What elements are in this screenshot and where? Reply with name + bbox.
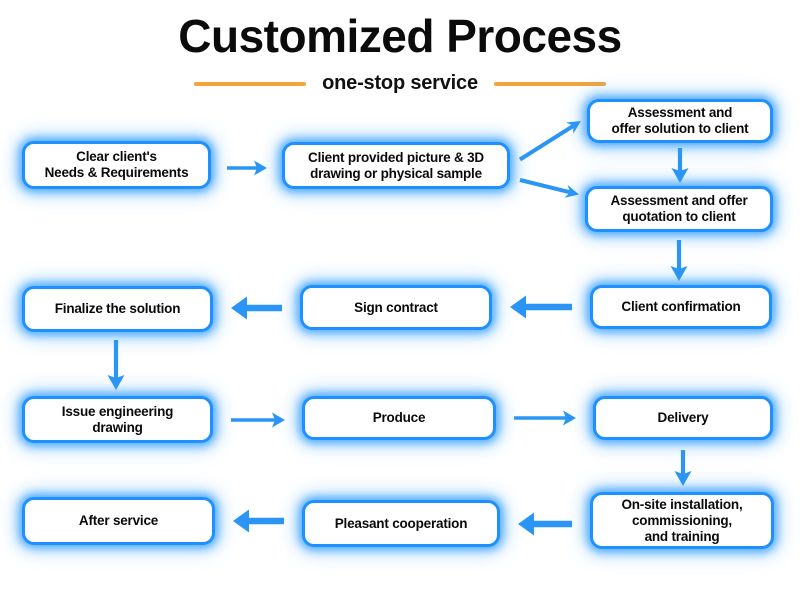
arrow-confirm-to-sign bbox=[510, 292, 572, 322]
flow-node-clear-needs[interactable]: Clear client's Needs & Requirements bbox=[22, 141, 211, 189]
flow-node-issue-drawing[interactable]: Issue engineering drawing bbox=[22, 396, 213, 443]
page-subtitle: one-stop service bbox=[322, 72, 478, 94]
arrow-clear-to-provided bbox=[225, 155, 268, 181]
flow-node-offer-quotation[interactable]: Assessment and offer quotation to client bbox=[585, 186, 773, 232]
flow-node-finalize-solution[interactable]: Finalize the solution bbox=[22, 286, 213, 332]
arrow-quotation-to-confirm bbox=[664, 240, 694, 281]
arrow-cooperation-to-after bbox=[233, 506, 284, 536]
flow-node-produce[interactable]: Produce bbox=[302, 396, 496, 440]
arrow-sign-to-finalize bbox=[231, 293, 282, 323]
arrow-delivery-to-onsite bbox=[668, 450, 698, 486]
flow-node-after-service[interactable]: After service bbox=[22, 497, 215, 545]
flow-node-client-provided[interactable]: Client provided picture & 3D drawing or … bbox=[282, 142, 510, 189]
subtitle-row: one-stop service bbox=[0, 72, 800, 95]
arrow-provided-to-quotation bbox=[502, 162, 597, 213]
arrow-onsite-to-cooperation bbox=[518, 509, 572, 539]
flow-node-pleasant-coop[interactable]: Pleasant cooperation bbox=[302, 500, 500, 547]
arrow-finalize-to-drawing bbox=[101, 340, 131, 390]
arrow-solution-to-quotation bbox=[665, 148, 695, 183]
subtitle-rule-left bbox=[194, 81, 307, 86]
arrow-drawing-to-produce bbox=[229, 407, 286, 433]
subtitle-rule-right bbox=[493, 81, 606, 86]
flow-node-onsite-install[interactable]: On-site installation, commissioning, and… bbox=[590, 492, 774, 549]
flow-node-sign-contract[interactable]: Sign contract bbox=[300, 285, 492, 330]
page-title: Customized Process bbox=[178, 10, 622, 62]
flow-node-offer-solution[interactable]: Assessment and offer solution to client bbox=[587, 99, 773, 143]
arrow-provided-to-solution bbox=[502, 103, 599, 178]
flow-node-delivery[interactable]: Delivery bbox=[593, 396, 773, 440]
arrow-produce-to-delivery bbox=[512, 405, 577, 431]
flow-node-client-confirm[interactable]: Client confirmation bbox=[590, 285, 772, 329]
